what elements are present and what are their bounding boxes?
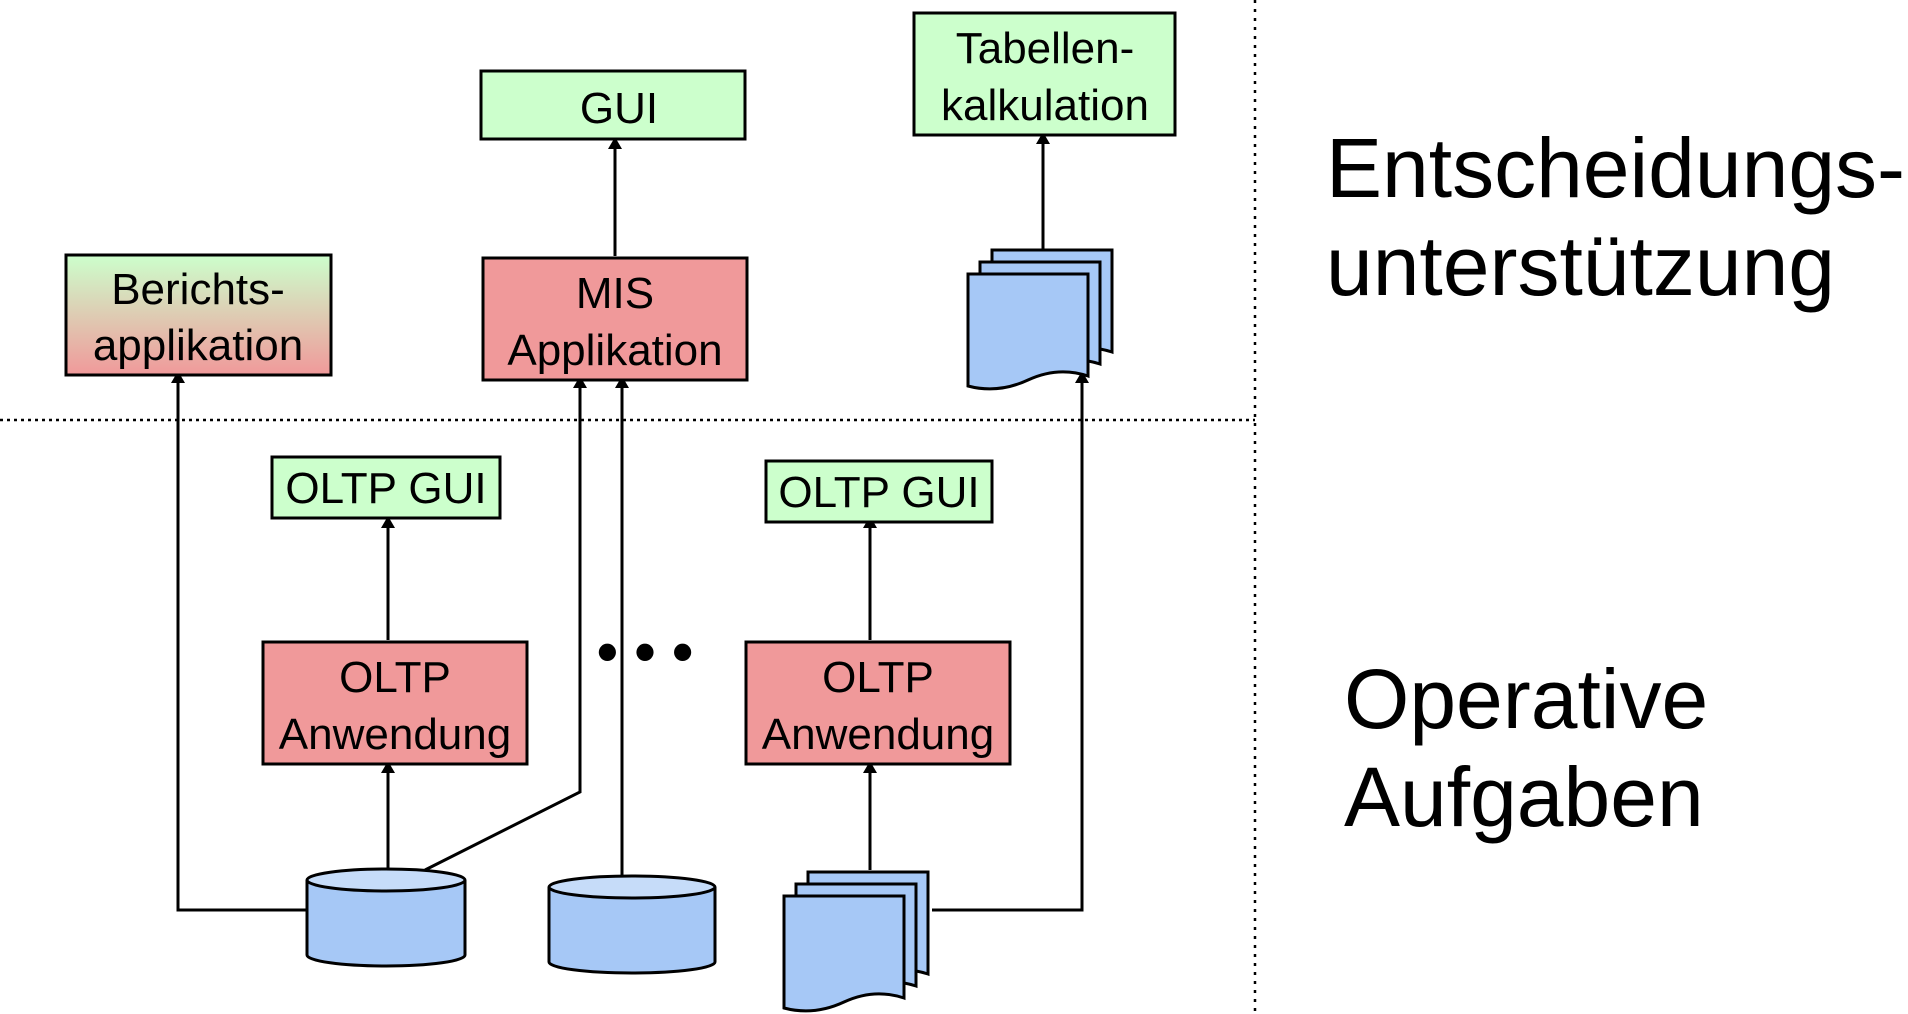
oltp-anwendung-left-line2: Anwendung (279, 710, 511, 759)
berichtsapplikation-label-line2: applikation (93, 321, 303, 370)
ellipsis: • • • (597, 618, 693, 685)
section-label-top-line1: Entscheidungs- (1326, 121, 1905, 215)
berichtsapplikation-label-line1: Berichts- (111, 265, 285, 314)
oltp-gui-right-label: OLTP GUI (778, 468, 979, 517)
mis-applikation-label-line1: MIS (576, 269, 654, 318)
tabellenkalkulation-label-line1: Tabellen- (956, 24, 1135, 73)
oltp-gui-box-left: OLTP GUI (270, 455, 502, 520)
oltp-anwendung-box-left: OLTP Anwendung (261, 640, 529, 766)
mis-applikation-label-line2: Applikation (507, 326, 722, 375)
oltp-anwendung-left-line1: OLTP (339, 653, 451, 702)
documents-icon (782, 870, 930, 1013)
mis-applikation-box: MIS Applikation (481, 256, 749, 382)
database-icon-left (305, 867, 467, 968)
tabellenkalkulation-label-line2: kalkulation (941, 81, 1149, 130)
oltp-anwendung-right-line1: OLTP (822, 653, 934, 702)
spreadsheet-documents-icon (966, 248, 1114, 391)
arrow-db-left-to-mis (424, 376, 587, 872)
berichtsapplikation-box: Berichts- applikation (64, 253, 333, 377)
database-icon-middle (547, 874, 717, 975)
section-label-bottom-line2: Aufgaben (1344, 750, 1704, 844)
gui-box: GUI (479, 69, 747, 141)
section-label-bottom-line1: Operative (1344, 652, 1708, 746)
oltp-anwendung-box-right: OLTP Anwendung (744, 640, 1012, 766)
connectors (171, 132, 1089, 912)
tabellenkalkulation-box: Tabellen- kalkulation (912, 11, 1177, 137)
arrow-docs-to-spreadsheet (932, 371, 1089, 912)
oltp-anwendung-right-line2: Anwendung (762, 710, 994, 759)
gui-label: GUI (580, 84, 658, 133)
oltp-gui-box-right: OLTP GUI (764, 459, 994, 524)
arrow-db-left-to-berichts (171, 371, 307, 912)
section-label-top-line2: unterstützung (1326, 219, 1835, 313)
oltp-gui-left-label: OLTP GUI (285, 464, 486, 513)
